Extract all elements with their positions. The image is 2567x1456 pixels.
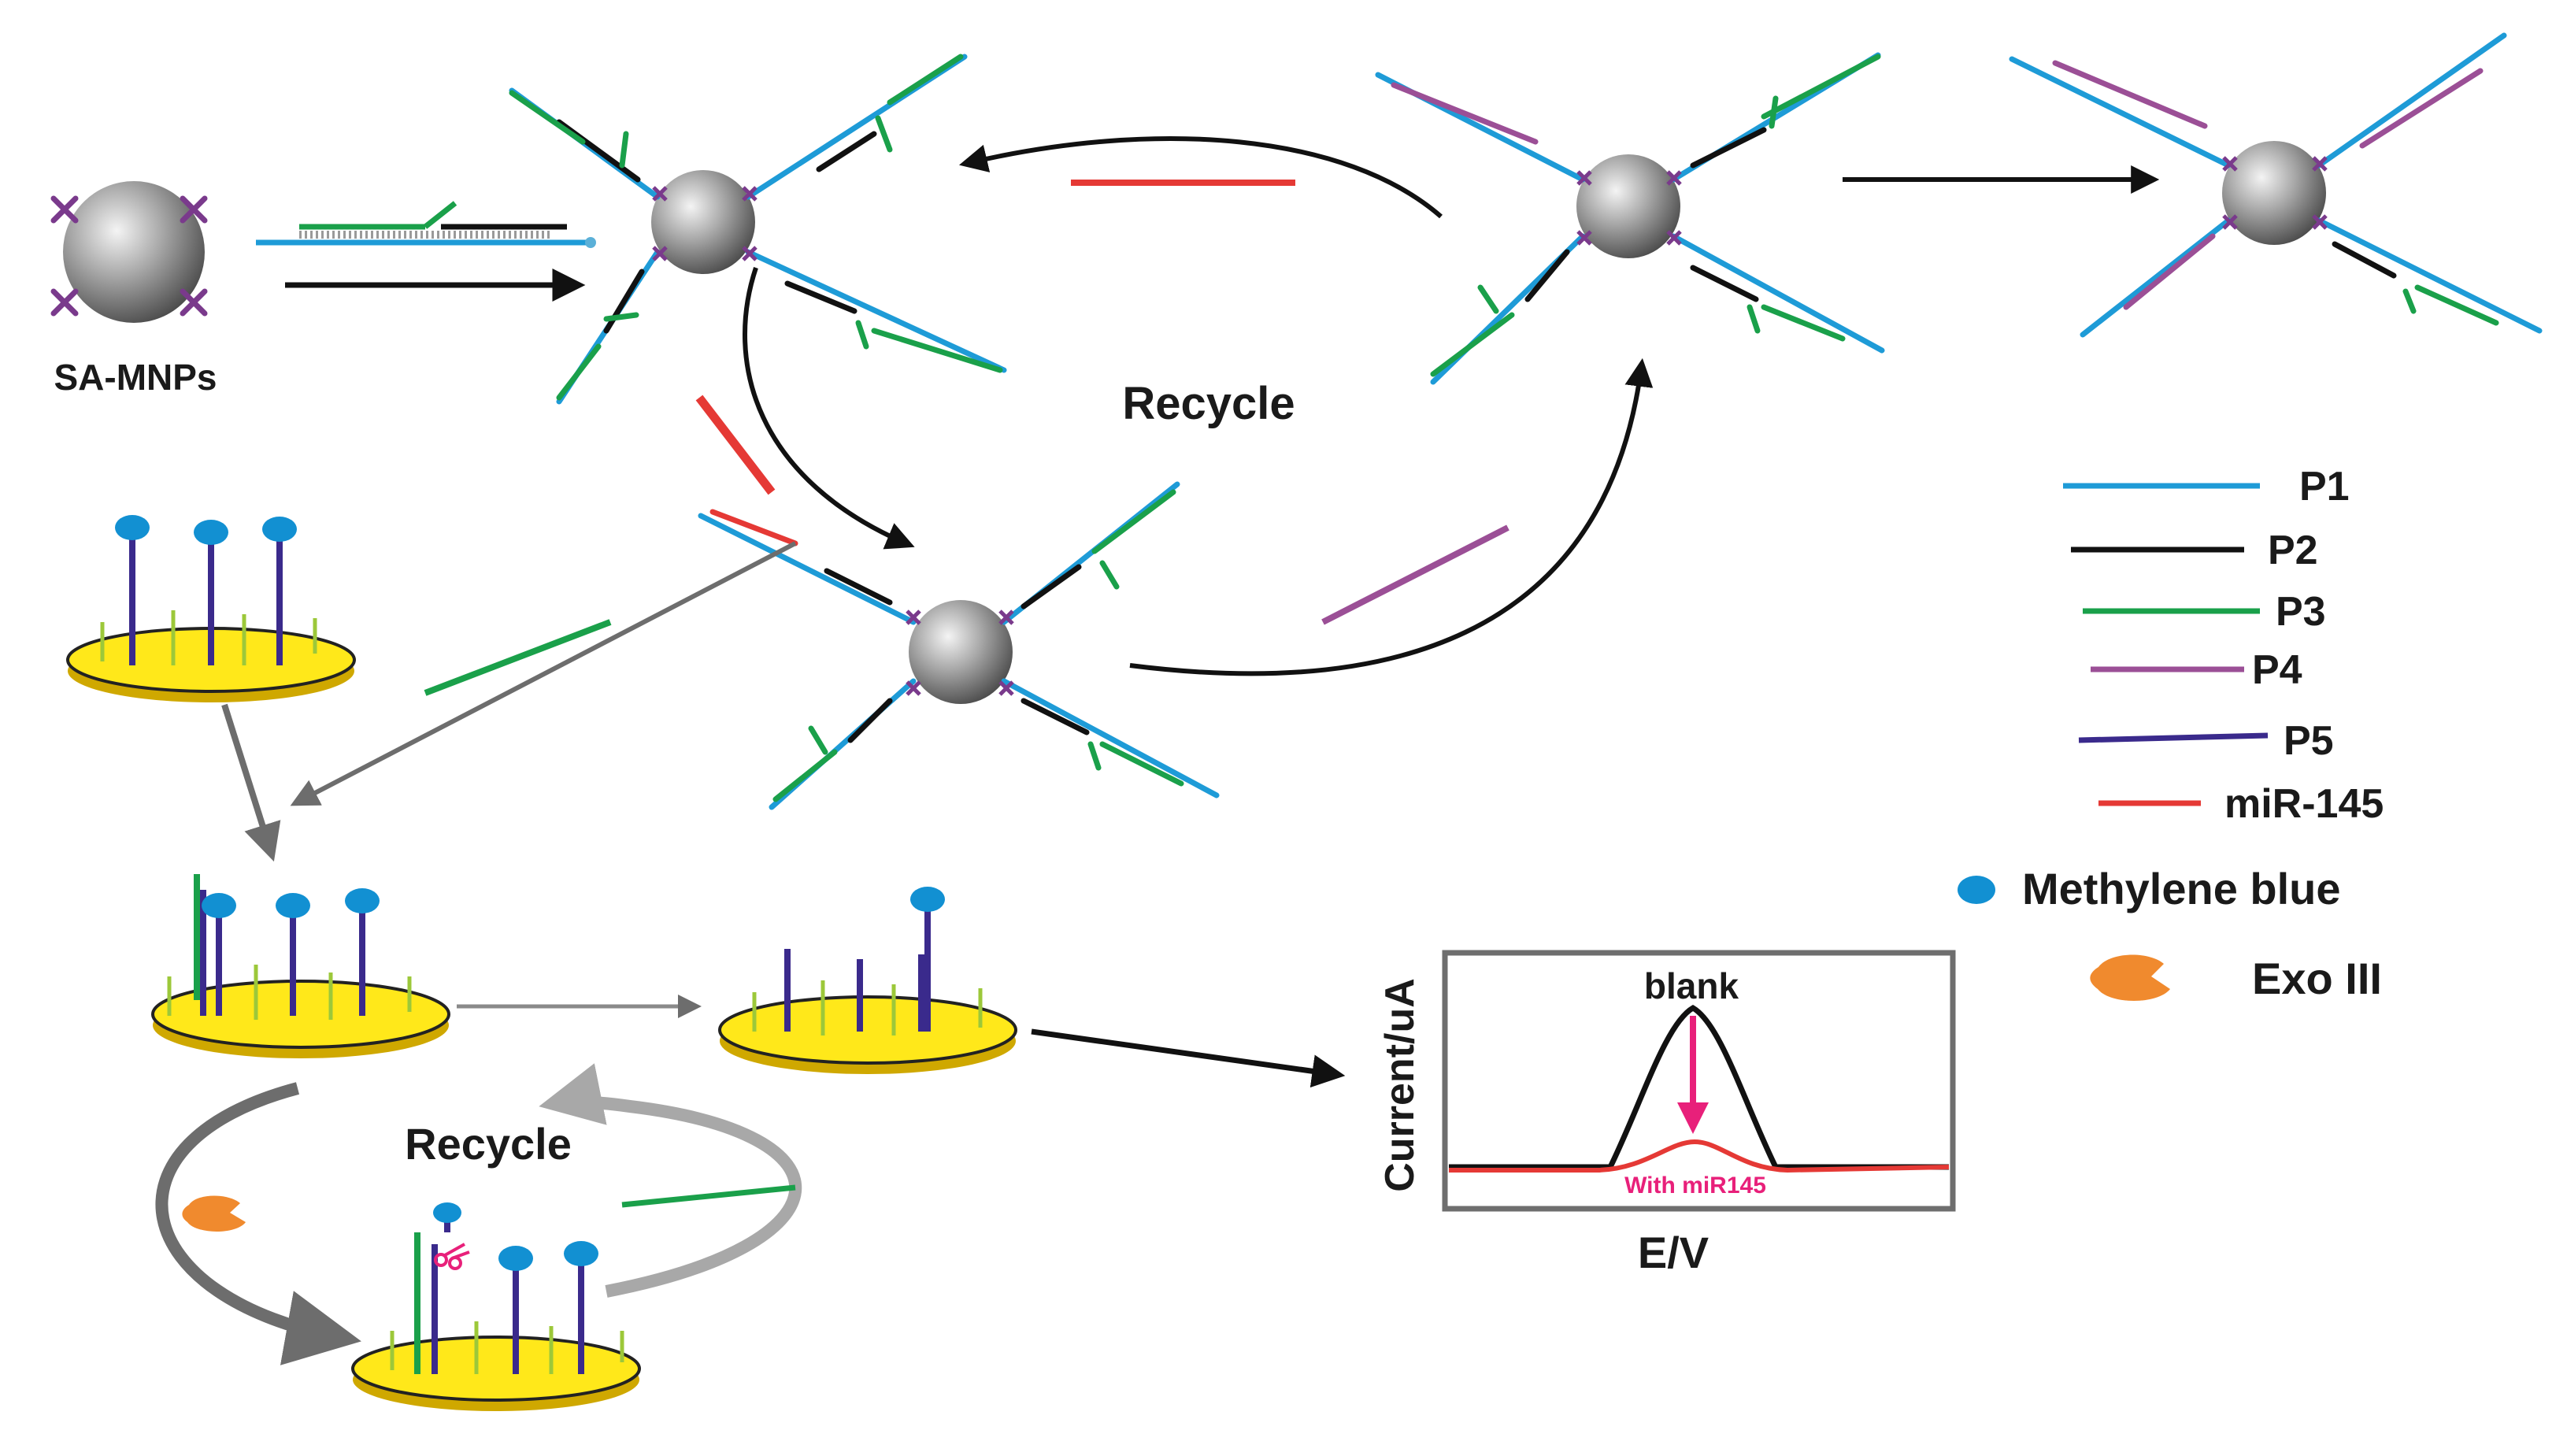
plot-ylabel: Current/uA <box>1377 978 1423 1192</box>
p4-free <box>1321 524 1509 625</box>
scissors-icon <box>434 1243 470 1270</box>
legend-label-mir-145: miR-145 <box>2224 781 2384 827</box>
blank-curve <box>1449 1004 1949 1170</box>
p3-free-bottom <box>621 1184 796 1208</box>
mir145-free-left <box>695 395 776 495</box>
legend-exo-iii: Exo III <box>2252 954 2382 1003</box>
arrow-cycle-left <box>743 267 915 550</box>
p3-free-top <box>424 619 612 696</box>
plot-xlabel: E/V <box>1638 1228 1709 1277</box>
mnp-complex-3 <box>2009 32 2543 338</box>
legend-label-p2: P2 <box>2268 528 2318 573</box>
arrow-electrode-down <box>221 703 281 862</box>
arrow-cycle-top <box>958 136 1443 219</box>
legend-label-p5: P5 <box>2284 718 2334 764</box>
electrode-2 <box>151 874 450 1058</box>
plot-blank-label: blank <box>1644 965 1739 1006</box>
legend-methylene-blue: Methylene blue <box>2022 864 2341 913</box>
legend-label-p3: P3 <box>2276 589 2326 635</box>
mnp-complex-2 <box>1375 52 1885 385</box>
recycle-bottom-label: Recycle <box>405 1119 572 1169</box>
electrode-4 <box>351 1202 641 1411</box>
dpv-plot: blank With miR145 Current/uA E/V <box>1377 950 1956 1277</box>
arrow-bottom-cycle-up <box>539 1063 802 1298</box>
arrow-bottom-cycle-down <box>155 1082 361 1365</box>
mnp-complex-1 <box>509 54 1007 405</box>
legend-swatch-p5 <box>2078 732 2269 743</box>
mir145-curve <box>1449 1139 1950 1173</box>
legend-label-p4: P4 <box>2252 647 2302 693</box>
sa-mnp-particle <box>50 181 208 323</box>
plot-with-label: With miR145 <box>1624 1173 1766 1199</box>
exo-iii-enzyme-icon <box>182 1195 246 1232</box>
recycle-top-label: Recycle <box>1122 378 1295 429</box>
free-probe-complex <box>256 201 596 248</box>
arrow-cycle-bottom <box>1129 358 1654 676</box>
legend-label-p1: P1 <box>2299 464 2350 509</box>
exo-iii-icon <box>2090 954 2170 1001</box>
mnp-complex-4 <box>698 481 1220 810</box>
electrode-3 <box>718 887 1017 1074</box>
methylene-blue-icon <box>1958 876 1995 904</box>
sa-mnps-label: SA-MNPs <box>54 357 217 398</box>
electrode-1 <box>66 515 356 702</box>
arrow-to-plot <box>1031 1028 1346 1088</box>
arrow-p3-to-electrode <box>290 541 797 806</box>
